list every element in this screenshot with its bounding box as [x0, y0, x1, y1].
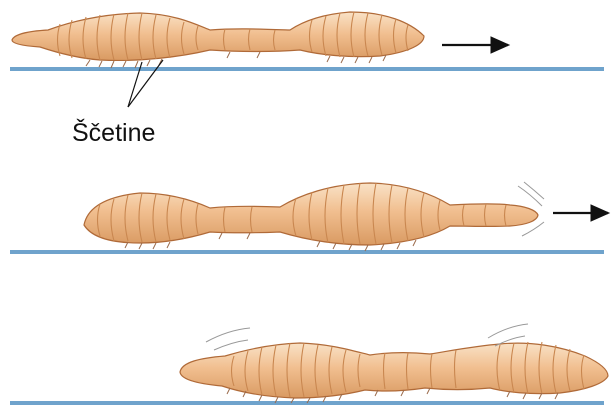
earthworm-icon: [180, 324, 608, 403]
stage-2-panel: [10, 182, 608, 252]
bristles-label: Ščetine: [72, 119, 155, 148]
earthworm-icon: [84, 182, 544, 251]
earthworm-icon: [12, 12, 424, 68]
stage-3-panel: [10, 324, 608, 403]
stage-1-panel: [10, 12, 604, 107]
